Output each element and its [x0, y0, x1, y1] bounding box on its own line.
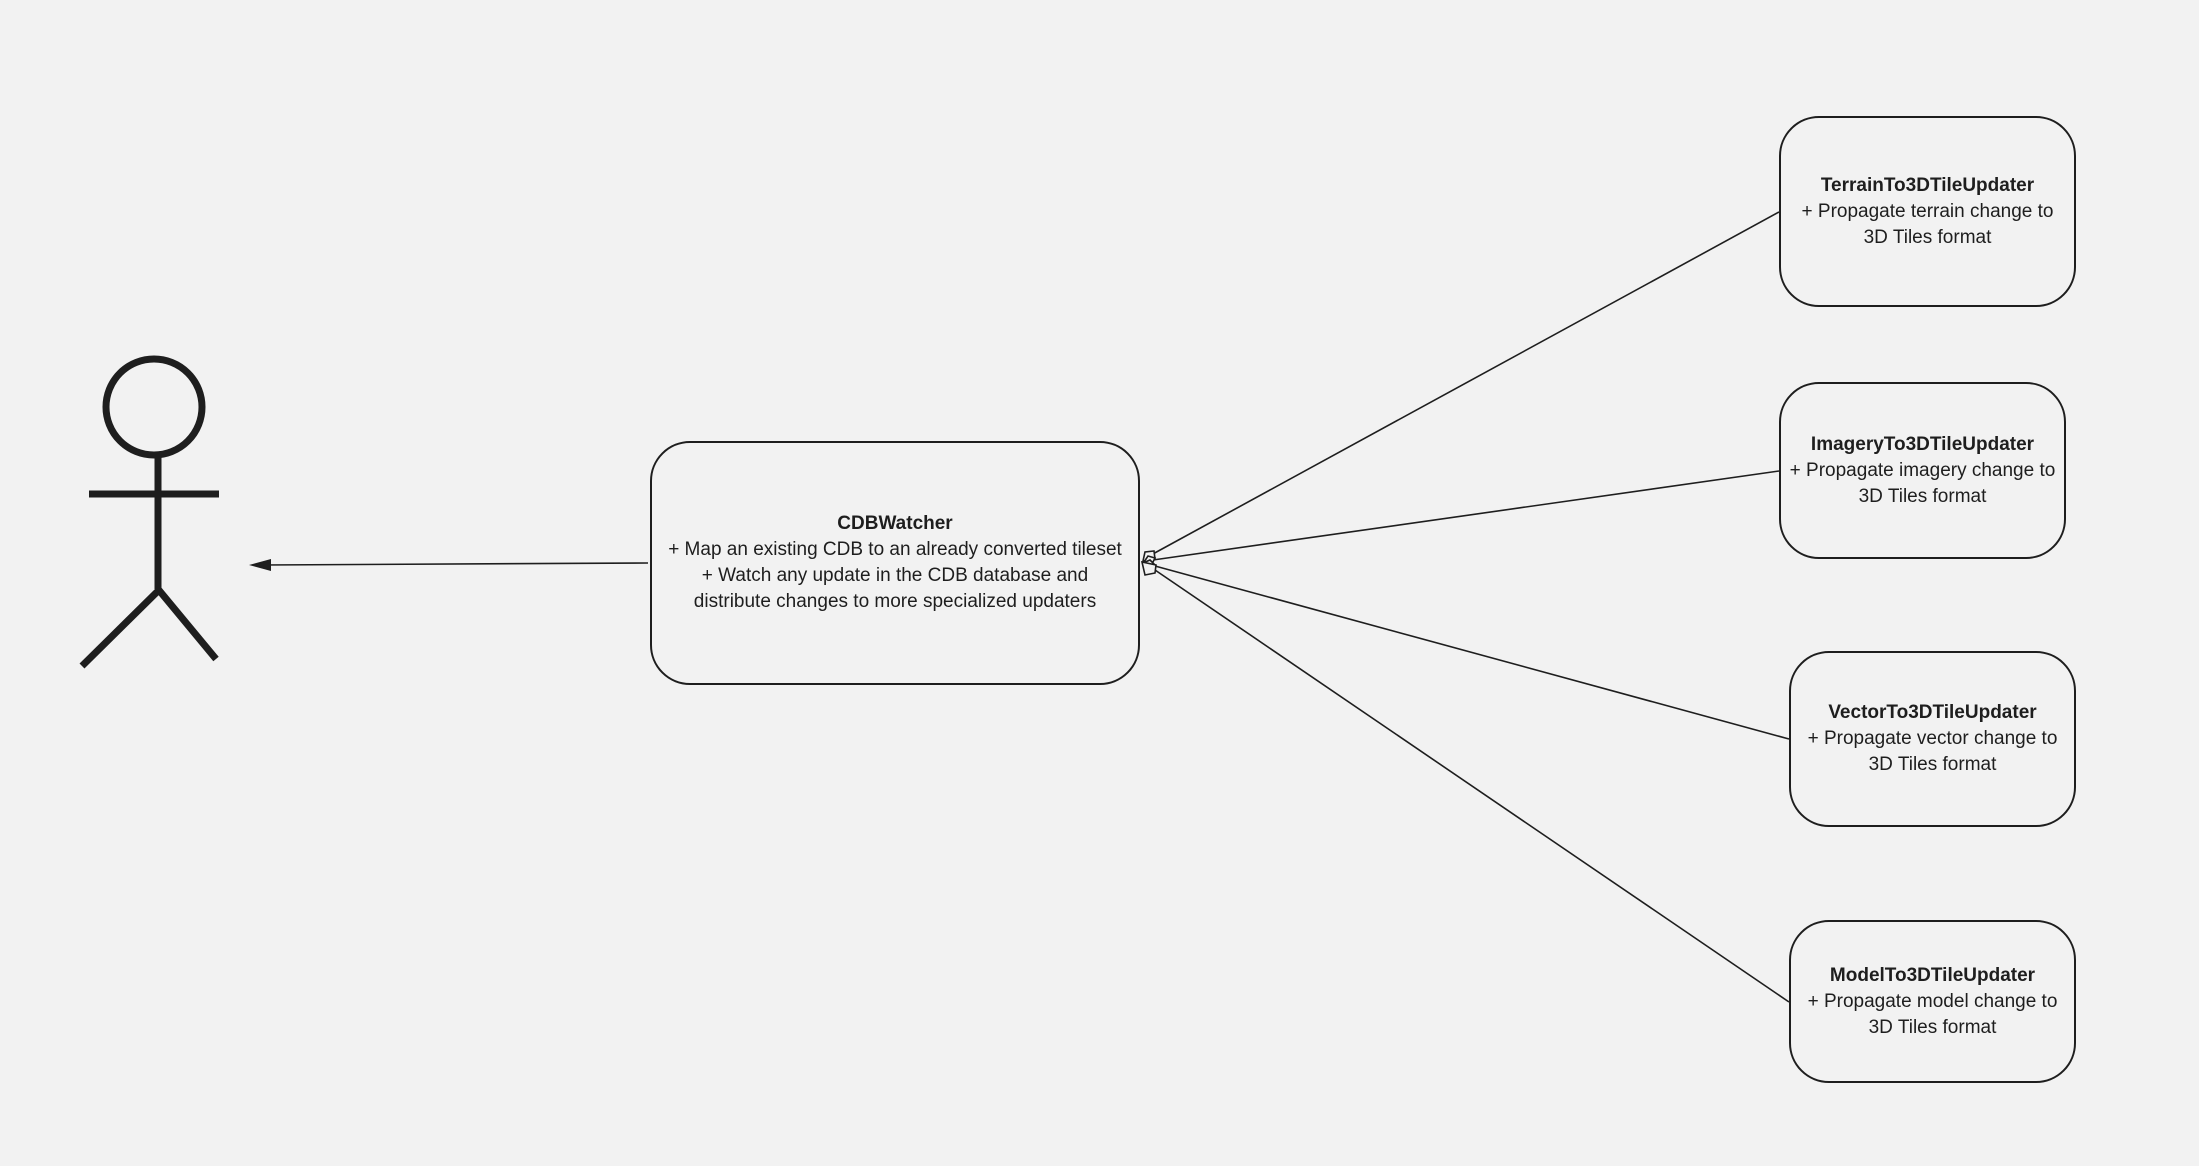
model-updater-node[interactable]: ModelTo3DTileUpdater + Propagate model c…: [1789, 920, 2076, 1083]
node-method-line: + Propagate model change to: [1807, 990, 2058, 1012]
edge-line: [1154, 569, 1790, 1003]
edge-line: [1150, 211, 1780, 556]
node-method-line: 3D Tiles format: [1858, 485, 1987, 507]
node-method-line: + Propagate imagery change to: [1789, 459, 2056, 481]
node-title: VectorTo3DTileUpdater: [1828, 702, 2037, 723]
edge-watcher-to-vector[interactable]: [1141, 559, 1790, 740]
edge-line: [1152, 470, 1780, 561]
node-method-line: distribute changes to more specialized u…: [693, 591, 1097, 612]
edge-line: [1154, 565, 1790, 740]
node-method-line: + Propagate vector change to: [1807, 728, 2058, 749]
node-title: CDBWatcher: [837, 513, 953, 534]
node-method-line: 3D Tiles format: [1868, 754, 1997, 775]
node-title: TerrainTo3DTileUpdater: [1820, 174, 2035, 196]
cdbwatcher-node[interactable]: CDBWatcher + Map an existing CDB to an a…: [650, 441, 1140, 685]
actor-right-leg: [155, 586, 219, 662]
edge-watcher-to-actor[interactable]: [249, 559, 649, 571]
imagery-updater-node[interactable]: ImageryTo3DTileUpdater + Propagate image…: [1779, 382, 2066, 559]
node-title: ModelTo3DTileUpdater: [1829, 964, 2036, 986]
node-title: ImageryTo3DTileUpdater: [1810, 433, 2035, 455]
edge-line: [261, 562, 649, 566]
node-method-line: 3D Tiles format: [1868, 1016, 1997, 1038]
vector-updater-node[interactable]: VectorTo3DTileUpdater + Propagate vector…: [1789, 651, 2076, 827]
node-method-line: + Watch any update in the CDB database a…: [701, 565, 1089, 586]
node-method-line: 3D Tiles format: [1863, 226, 1992, 248]
actor-left-leg: [79, 586, 163, 669]
actor-head: [102, 355, 206, 459]
aggregation-diamond-icon: [1140, 560, 1157, 576]
node-method-line: + Propagate terrain change to: [1801, 200, 2054, 222]
stick-figure-icon[interactable]: [79, 355, 219, 669]
edge-watcher-to-imagery[interactable]: [1142, 470, 1780, 565]
node-method-line: + Map an existing CDB to an already conv…: [668, 539, 1122, 560]
arrowhead-icon: [249, 559, 271, 571]
edge-watcher-to-model[interactable]: [1140, 560, 1790, 1003]
terrain-updater-node[interactable]: TerrainTo3DTileUpdater + Propagate terra…: [1779, 116, 2076, 307]
edge-watcher-to-terrain[interactable]: [1141, 211, 1780, 562]
